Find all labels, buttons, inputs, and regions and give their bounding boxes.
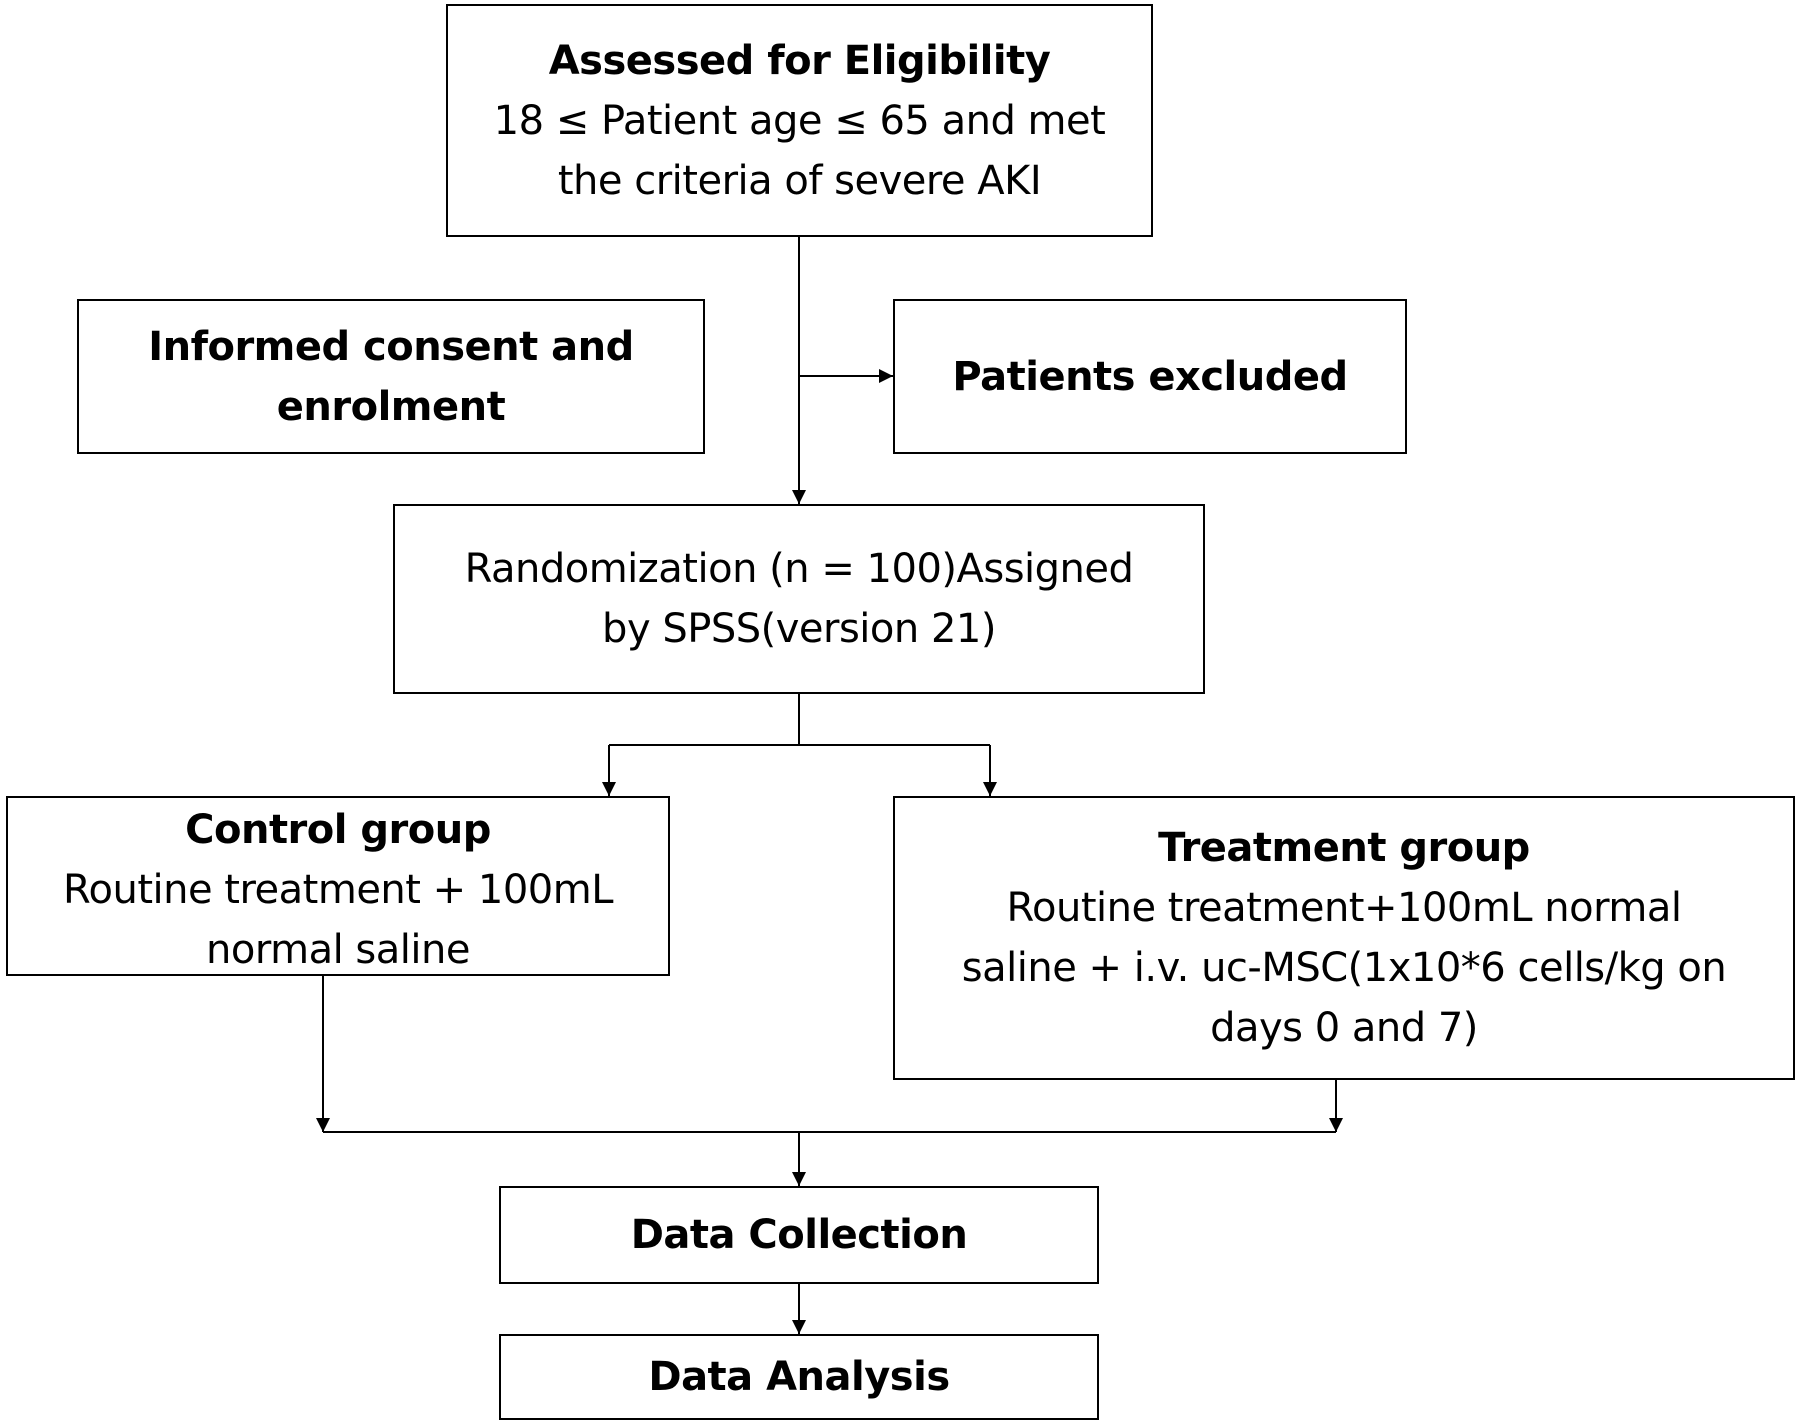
node-analysis-title: Data Analysis bbox=[648, 1354, 950, 1400]
node-eligibility-line2: the criteria of severe AKI bbox=[557, 157, 1042, 204]
node-treatment-title: Treatment group bbox=[1158, 825, 1530, 871]
node-randomization-line2: by SPSS(version 21) bbox=[602, 606, 996, 652]
node-randomization-line1: Randomization (n = 100)Assigned bbox=[464, 546, 1134, 592]
node-treatment: Treatment group Routine treatment+100mL … bbox=[893, 796, 1795, 1080]
node-treatment-line2: saline + i.v. uc-MSC(1x10*6 cells/kg on bbox=[961, 945, 1727, 991]
node-eligibility: Assessed for Eligibility 18 ≤ Patient ag… bbox=[446, 4, 1153, 237]
node-consent: Informed consent and enrolment bbox=[77, 299, 705, 454]
node-eligibility-line1: 18 ≤ Patient age ≤ 65 and met bbox=[493, 97, 1106, 144]
node-excluded-title: Patients excluded bbox=[952, 353, 1348, 400]
node-consent-line2: enrolment bbox=[276, 383, 506, 430]
node-consent-line1: Informed consent and bbox=[148, 323, 634, 370]
node-treatment-line3: days 0 and 7) bbox=[1210, 1005, 1478, 1051]
node-control: Control group Routine treatment + 100mL … bbox=[6, 796, 670, 976]
node-control-title: Control group bbox=[185, 807, 491, 853]
node-treatment-line1: Routine treatment+100mL normal bbox=[1006, 885, 1682, 931]
node-randomization: Randomization (n = 100)Assigned by SPSS(… bbox=[393, 504, 1205, 694]
node-control-line2: normal saline bbox=[206, 927, 470, 973]
node-collection-title: Data Collection bbox=[630, 1212, 968, 1258]
node-excluded: Patients excluded bbox=[893, 299, 1407, 454]
node-control-line1: Routine treatment + 100mL bbox=[63, 867, 614, 913]
node-collection: Data Collection bbox=[499, 1186, 1099, 1284]
node-analysis: Data Analysis bbox=[499, 1334, 1099, 1420]
node-eligibility-title: Assessed for Eligibility bbox=[548, 37, 1051, 84]
